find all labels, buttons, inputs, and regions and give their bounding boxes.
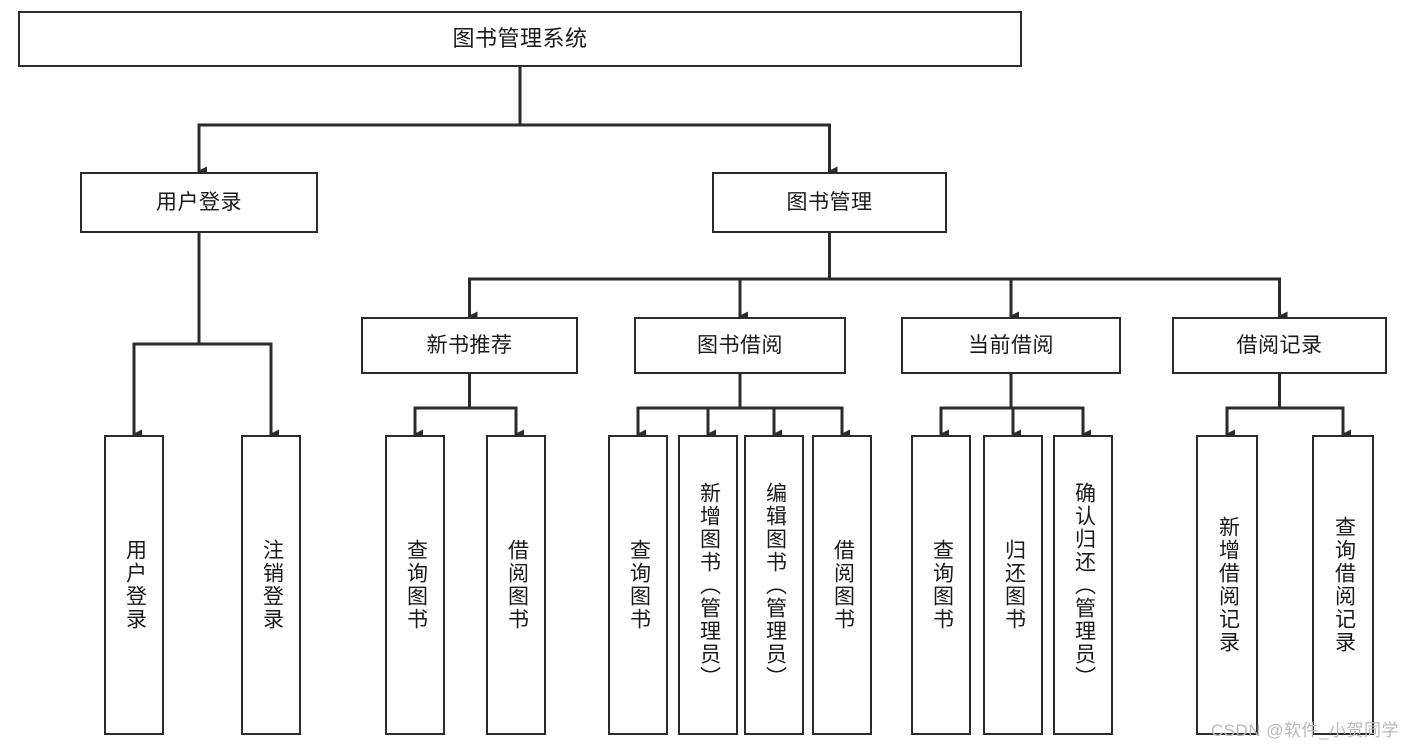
node-label: 借阅记录 xyxy=(1236,333,1323,357)
node-label: 新书推荐 xyxy=(426,333,513,357)
node-leaf-borrow-book[interactable]: 借阅图书 xyxy=(812,435,872,735)
node-leaf-return-book[interactable]: 归还图书 xyxy=(983,435,1043,735)
node-label: 归还图书 xyxy=(1002,539,1026,631)
node-book-borrow[interactable]: 图书借阅 xyxy=(634,317,846,374)
node-label: 借阅图书 xyxy=(505,539,529,631)
node-leaf-query-borrow-record[interactable]: 查询借阅记录 xyxy=(1312,435,1374,735)
node-leaf-query-book-rec[interactable]: 查询图书 xyxy=(385,435,445,735)
node-root[interactable]: 图书管理系统 xyxy=(18,11,1022,67)
node-label: 借阅图书 xyxy=(831,539,855,631)
node-leaf-confirm-return-admin[interactable]: 确认归还（管理员） xyxy=(1053,435,1113,735)
node-leaf-edit-book-admin[interactable]: 编辑图书（管理员） xyxy=(744,435,804,735)
node-label: 确认归还（管理员） xyxy=(1072,481,1096,689)
node-label: 查询图书 xyxy=(930,539,954,631)
node-label: 图书借阅 xyxy=(697,333,783,357)
node-leaf-query-book-borrow[interactable]: 查询图书 xyxy=(608,435,668,735)
node-leaf-borrow-book-rec[interactable]: 借阅图书 xyxy=(486,435,546,735)
node-leaf-logout[interactable]: 注销登录 xyxy=(241,435,301,735)
node-leaf-add-borrow-record[interactable]: 新增借阅记录 xyxy=(1196,435,1258,735)
node-label: 图书管理系统 xyxy=(452,25,588,51)
node-leaf-query-book-current[interactable]: 查询图书 xyxy=(911,435,971,735)
node-current-borrow[interactable]: 当前借阅 xyxy=(901,317,1121,374)
node-label: 用户登录 xyxy=(156,190,242,214)
node-label: 查询图书 xyxy=(404,539,428,631)
node-label: 当前借阅 xyxy=(968,333,1054,357)
node-label: 查询图书 xyxy=(627,539,651,631)
node-label: 注销登录 xyxy=(260,539,284,631)
node-new-book-recommend[interactable]: 新书推荐 xyxy=(361,317,578,374)
node-label: 用户登录 xyxy=(123,539,147,631)
node-book-manage[interactable]: 图书管理 xyxy=(712,172,947,233)
node-leaf-user-login[interactable]: 用户登录 xyxy=(104,435,164,735)
node-label: 图书管理 xyxy=(786,190,873,214)
node-label: 新增图书（管理员） xyxy=(697,481,721,689)
node-label: 编辑图书（管理员） xyxy=(763,481,787,689)
node-borrow-record[interactable]: 借阅记录 xyxy=(1172,317,1387,374)
node-label: 查询借阅记录 xyxy=(1332,516,1356,654)
node-user-login[interactable]: 用户登录 xyxy=(80,172,318,233)
node-label: 新增借阅记录 xyxy=(1216,516,1240,654)
node-leaf-add-book-admin[interactable]: 新增图书（管理员） xyxy=(678,435,738,735)
